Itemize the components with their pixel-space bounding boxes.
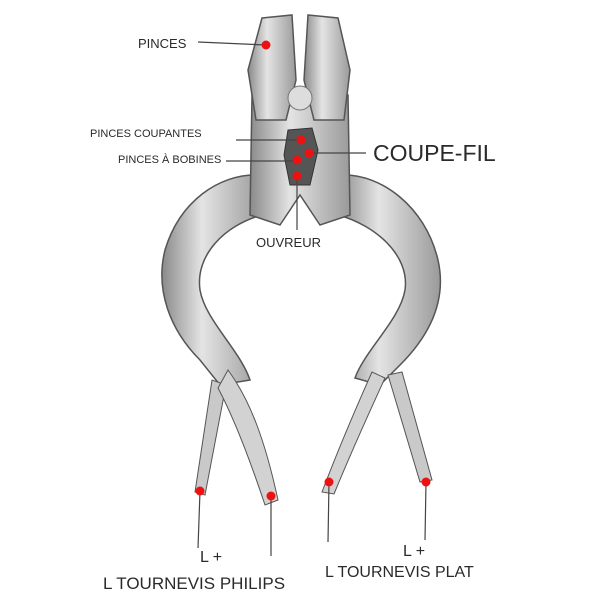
marker-plat-2 [421, 477, 431, 487]
right-jaw [303, 14, 351, 121]
marker-plat-1 [324, 477, 334, 487]
label-pinces-a-bobines: PINCES À BOBINES [118, 154, 222, 166]
cutter-area [283, 127, 319, 186]
marker-pinces-bobines [292, 155, 302, 165]
phillips-tool-blade [217, 369, 279, 506]
pivot [287, 85, 313, 111]
flat-tool-shank [387, 371, 433, 483]
label-tournevis-philips: L TOURNEVIS PHILIPS [103, 574, 286, 593]
marker-pinces-coupantes [296, 135, 306, 145]
label-philips-prefix: L + [200, 549, 223, 566]
right-handle [337, 174, 442, 386]
phillips-screwdriver [194, 379, 227, 496]
marker-coupe-fil [304, 148, 314, 158]
label-pinces: PINCES [138, 36, 187, 51]
flat-screwdriver [321, 371, 386, 495]
label-pinces-coupantes: PINCES COUPANTES [90, 128, 202, 140]
label-plat-prefix: L + [403, 543, 426, 560]
marker-philips-2 [266, 491, 276, 501]
left-jaw [247, 14, 297, 121]
left-handle [161, 174, 263, 386]
leader-lines [197, 41, 427, 556]
marker-ouvreur [292, 171, 302, 181]
label-ouvreur: OUVREUR [256, 235, 322, 250]
marker-pinces [261, 40, 271, 50]
marker-dots [195, 40, 431, 501]
marker-philips-1 [195, 486, 205, 496]
label-tournevis-plat: L TOURNEVIS PLAT [325, 564, 474, 581]
label-coupe-fil: COUPE-FIL [373, 140, 496, 166]
